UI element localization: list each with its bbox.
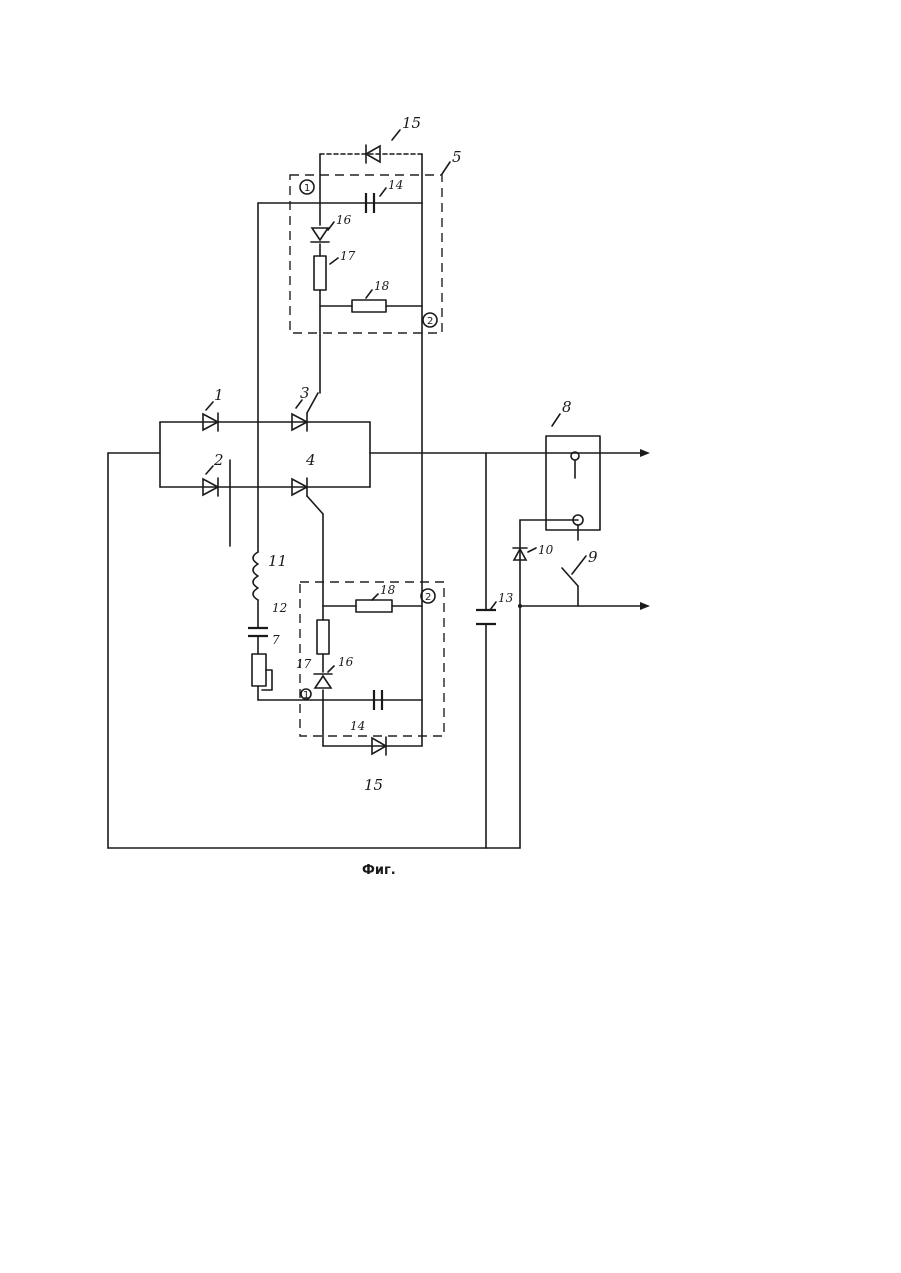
label-15-bottom: 15 [364, 776, 383, 794]
label-16-top: 16 [336, 213, 352, 227]
label-18-top: 18 [374, 279, 390, 293]
label-16-bottom: 16 [338, 655, 354, 669]
node-markers: 1 2 2 1 [300, 180, 437, 701]
label-17-top: 17 [340, 249, 356, 263]
component-labels: 15 5 14 16 17 18 1 2 3 4 8 9 10 11 12 13… [213, 114, 598, 794]
label-12: 12 [272, 601, 287, 615]
node-1-bottom: 1 [303, 690, 309, 701]
label-7: 7 [272, 633, 280, 647]
diode-16-top [311, 228, 329, 242]
node-1-top: 1 [304, 183, 310, 194]
label-3: 3 [300, 384, 310, 402]
node-2-bottom: 2 [425, 592, 431, 603]
resistor-7 [252, 654, 272, 690]
bridge-frame [160, 422, 370, 487]
block-8 [546, 436, 600, 540]
label-1: 1 [214, 386, 224, 404]
switch-9 [562, 568, 578, 606]
capacitor-13 [476, 610, 496, 624]
label-8: 8 [562, 398, 572, 416]
label-2: 2 [213, 451, 224, 469]
node-2-top: 2 [427, 316, 433, 327]
label-5: 5 [452, 148, 462, 166]
label-13: 13 [498, 591, 514, 605]
label-18-bottom: 18 [380, 583, 396, 597]
resistor-17-top [314, 256, 326, 290]
resistor-17-bottom [317, 620, 329, 654]
diode-16-bottom [314, 674, 332, 688]
label-4: 4 [305, 451, 316, 469]
label-15-top: 15 [402, 114, 421, 132]
capacitor-12 [248, 628, 268, 636]
label-10: 10 [538, 543, 554, 557]
resistor-18-bottom [356, 600, 392, 612]
thyristor-4 [292, 478, 323, 514]
leader-lines [206, 130, 586, 672]
resistor-18-top [352, 300, 386, 312]
label-9: 9 [588, 548, 598, 566]
label-14-top: 14 [388, 178, 403, 192]
inductor-11 [253, 552, 258, 600]
label-17-bottom: 17 [296, 657, 312, 671]
label-11: 11 [268, 552, 287, 570]
figure-caption: Фиг. [362, 863, 396, 878]
label-14-bottom: 14 [350, 719, 365, 733]
